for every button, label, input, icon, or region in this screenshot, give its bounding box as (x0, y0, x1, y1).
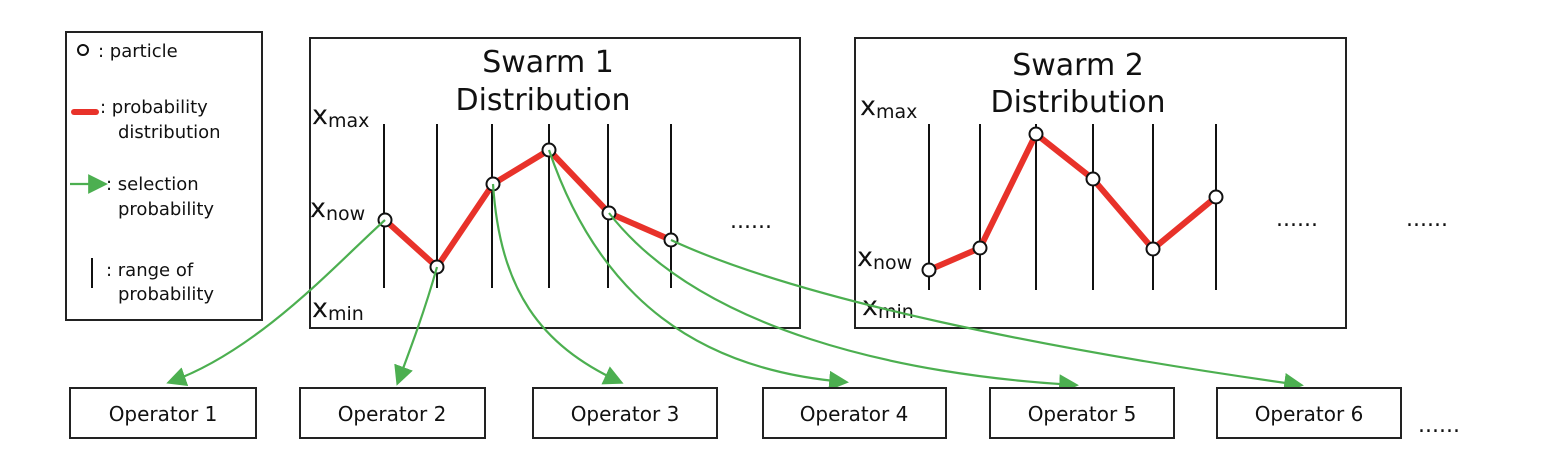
legend: : particle : probability distribution : … (65, 31, 263, 321)
swarm2-xmax-label: xmax (860, 91, 917, 123)
swarm2-particle-3 (1028, 126, 1044, 142)
swarm1-distribution-line (382, 147, 674, 270)
swarm1-ellipsis: ...... (730, 209, 772, 234)
legend-range-label: : range of (106, 260, 194, 281)
swarm2-title: Swarm 2 (1012, 48, 1144, 83)
operator-4-label: Operator 4 (800, 402, 909, 426)
operator-3-box (532, 387, 718, 439)
operator-6-label: Operator 6 (1255, 402, 1364, 426)
swarm2-particle-2 (972, 240, 988, 256)
swarm2-box (854, 37, 1347, 329)
legend-selection-label: : selection (106, 174, 199, 195)
swarm2-panel: Swarm 2 Distribution xmax xnow xmin ....… (854, 37, 1347, 329)
operators-ellipsis: ...... (1418, 413, 1460, 438)
legend-particle-icon (77, 44, 89, 56)
selection-arrow-operator-1 (166, 219, 386, 387)
operator-5-label: Operator 5 (1028, 402, 1137, 426)
selection-arrow-operator-3 (491, 183, 624, 385)
selection-arrow-operator-5 (608, 212, 1079, 394)
swarm1-title: Swarm 1 (482, 45, 614, 80)
swarm2-xnow-label: xnow (857, 242, 912, 274)
swarm2-particle-6 (1208, 189, 1224, 205)
swarm2-particle-4 (1085, 171, 1101, 187)
operator-6-box (1216, 387, 1402, 439)
legend-probability-label: : probability (100, 97, 208, 118)
operator-2-box (299, 387, 486, 439)
swarm1-title-2: Distribution (455, 83, 630, 118)
operator-4-box (762, 387, 947, 439)
legend-range-label-2: probability (118, 284, 214, 305)
operator-1-label: Operator 1 (109, 402, 218, 426)
swarm2-distribution-line (926, 131, 1219, 273)
swarm2-particle-5 (1145, 241, 1161, 257)
swarm1-panel: Swarm 1 Distribution xmax xnow xmin ....… (309, 37, 801, 329)
swarm1-xmin-label: xmin (312, 293, 364, 325)
swarm2-particle-1 (921, 262, 937, 278)
legend-particle-label: : particle (98, 41, 178, 62)
operator-5-box (989, 387, 1175, 439)
swarms-more-ellipsis: ...... (1406, 207, 1448, 232)
swarm2-title-2: Distribution (990, 85, 1165, 120)
swarm1-box (309, 37, 801, 329)
swarm1-xnow-label: xnow (310, 193, 365, 225)
selection-arrows (166, 149, 1304, 394)
selection-arrow-operator-2 (394, 266, 439, 386)
legend-selection-label-2: probability (118, 199, 214, 220)
swarm1-xmax-label: xmax (312, 100, 369, 132)
operator-1-box (69, 387, 257, 439)
operator-3-label: Operator 3 (571, 402, 680, 426)
operator-2-label: Operator 2 (338, 402, 447, 426)
swarm2-ellipsis: ...... (1276, 207, 1318, 232)
selection-arrow-operator-6 (670, 239, 1304, 393)
operators: Operator 1 Operator 2 Operator 3 Operato… (69, 387, 1460, 439)
selection-arrow-operator-4 (547, 149, 849, 391)
legend-probability-label-2: distribution (118, 122, 221, 143)
